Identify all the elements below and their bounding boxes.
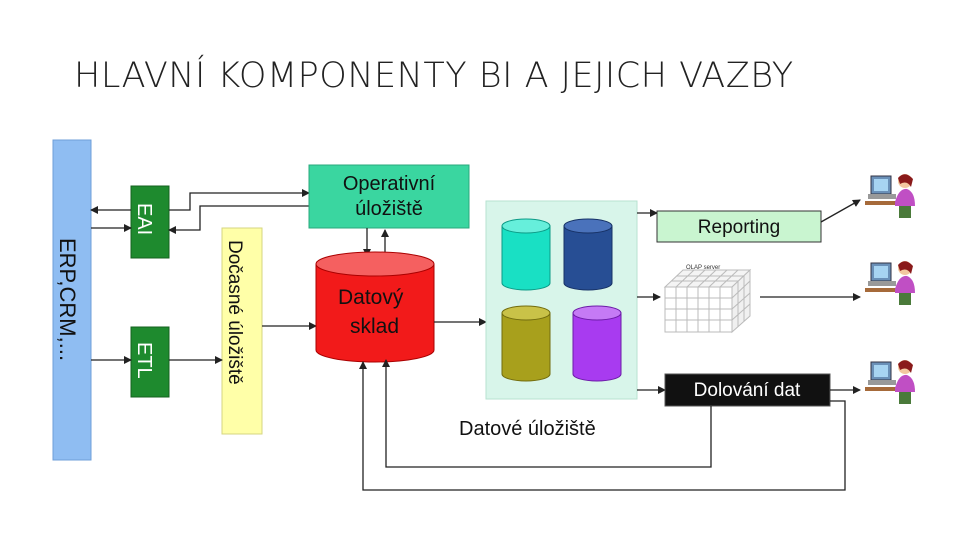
cylinder-olive: [501, 305, 551, 382]
reporting-box: [656, 210, 822, 243]
user-at-computer-icon: [865, 174, 915, 218]
staging-label: Dočasné úložiště: [224, 240, 245, 385]
staging-box: [221, 227, 263, 435]
dw-label-1: Datový: [338, 286, 404, 309]
user-at-computer-icon: [865, 360, 915, 404]
source-systems-label: ERP,CRM,...: [55, 238, 80, 361]
olap-cube-icon: [663, 268, 752, 334]
cylinder-cyan: [501, 218, 551, 291]
eai-box: [130, 185, 170, 259]
data-stores-label: Datové úložiště: [459, 418, 596, 440]
slide-title: HLAVNÍ KOMPONENTY BI A JEJICH VAZBY: [74, 56, 794, 96]
ods-label-1: Operativní: [343, 173, 436, 195]
olap-label: OLAP server: [686, 265, 720, 271]
cylinder-blue: [563, 218, 613, 291]
etl-label: ETL: [133, 342, 155, 379]
ods-label-2: úložiště: [355, 198, 423, 220]
user-at-computer-icon: [865, 261, 915, 305]
etl-box: [130, 326, 170, 398]
dw-label-2: sklad: [350, 315, 399, 338]
source-systems-bar: [52, 139, 92, 461]
cylinder-purple: [572, 305, 622, 382]
reporting-label: Reporting: [698, 217, 780, 238]
mining-label: Dolování dat: [694, 380, 801, 401]
data-warehouse-cylinder: [315, 251, 435, 363]
ods-box: [308, 164, 470, 229]
eai-label: EAI: [133, 203, 155, 235]
